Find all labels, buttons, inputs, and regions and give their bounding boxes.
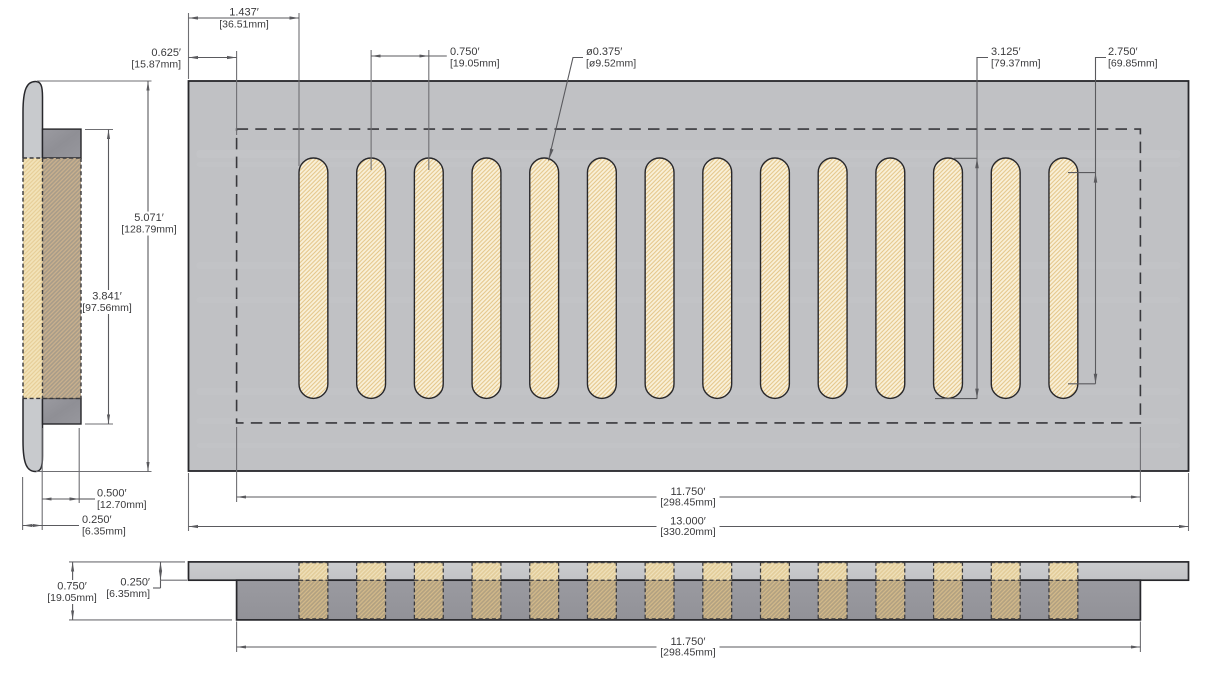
- svg-text:[79.37mm]: [79.37mm]: [991, 58, 1041, 70]
- svg-text:0.750′: 0.750′: [450, 46, 480, 58]
- svg-text:ø0.375′: ø0.375′: [586, 46, 622, 58]
- svg-text:13.000′: 13.000′: [670, 516, 706, 528]
- svg-text:[15.87mm]: [15.87mm]: [131, 59, 181, 71]
- svg-text:[69.85mm]: [69.85mm]: [1108, 58, 1158, 70]
- svg-text:[298.45mm]: [298.45mm]: [660, 497, 716, 509]
- svg-text:[6.35mm]: [6.35mm]: [82, 526, 126, 538]
- svg-text:0.750′: 0.750′: [57, 581, 87, 593]
- svg-text:11.750′: 11.750′: [671, 636, 706, 648]
- svg-text:2.750′: 2.750′: [1108, 46, 1138, 58]
- svg-text:1.437′: 1.437′: [229, 7, 259, 19]
- svg-text:3.841′: 3.841′: [92, 291, 122, 303]
- svg-text:0.625′: 0.625′: [151, 47, 181, 59]
- svg-text:5.071′: 5.071′: [134, 212, 164, 224]
- svg-text:0.250′: 0.250′: [82, 514, 112, 526]
- svg-text:11.750′: 11.750′: [671, 486, 706, 498]
- svg-text:[298.45mm]: [298.45mm]: [660, 647, 716, 659]
- svg-text:[ø9.52mm]: [ø9.52mm]: [586, 58, 636, 70]
- svg-text:0.500′: 0.500′: [97, 488, 127, 500]
- svg-text:[19.05mm]: [19.05mm]: [47, 592, 97, 604]
- svg-text:0.250′: 0.250′: [120, 577, 150, 589]
- svg-text:3.125′: 3.125′: [991, 46, 1021, 58]
- svg-text:[97.56mm]: [97.56mm]: [82, 302, 132, 314]
- svg-text:[330.20mm]: [330.20mm]: [660, 526, 716, 538]
- svg-text:[36.51mm]: [36.51mm]: [219, 19, 269, 31]
- svg-text:[19.05mm]: [19.05mm]: [450, 58, 500, 70]
- svg-text:[128.79mm]: [128.79mm]: [121, 224, 177, 236]
- svg-text:[12.70mm]: [12.70mm]: [97, 499, 147, 511]
- svg-text:[6.35mm]: [6.35mm]: [106, 588, 150, 600]
